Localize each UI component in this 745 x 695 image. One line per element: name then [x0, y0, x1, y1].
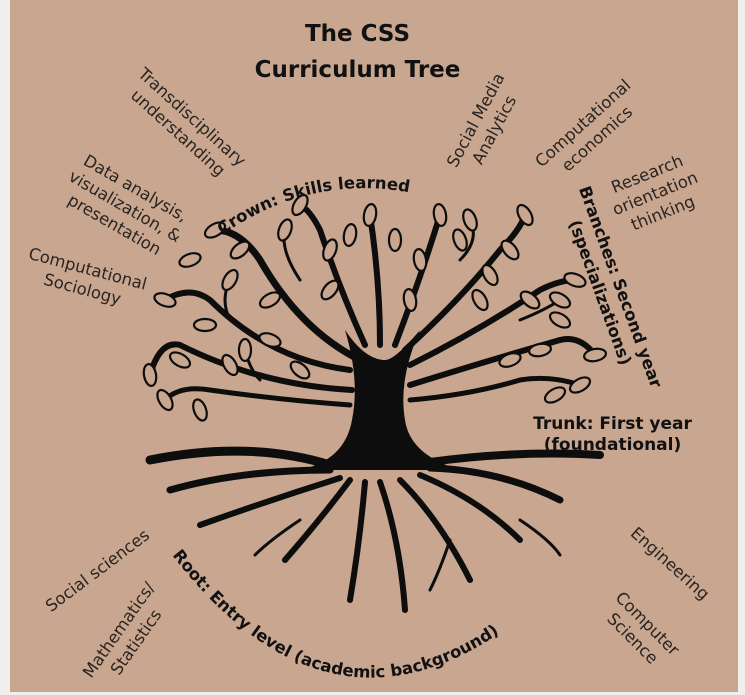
leaf-icon	[498, 352, 522, 368]
leaf-icon	[277, 218, 293, 242]
leaf-icon	[291, 193, 309, 217]
leaf-icon	[153, 292, 177, 308]
tree-branch	[297, 202, 368, 348]
tree-branch	[162, 386, 353, 408]
tree-root	[282, 477, 353, 563]
leaf-icon	[289, 360, 311, 380]
leaf-icon	[543, 386, 567, 404]
title-line-2: Curriculum Tree	[254, 57, 461, 83]
leaf-icon	[192, 317, 218, 333]
leaf-icon	[221, 353, 239, 377]
leaf-icon	[142, 363, 158, 387]
leaf-icon	[412, 248, 428, 272]
leaf-icon	[528, 342, 552, 358]
tree-branch	[367, 212, 383, 348]
leaf-icon	[548, 311, 572, 329]
tree-root	[426, 449, 604, 466]
tree-branch	[162, 289, 353, 373]
leaf-icon	[452, 228, 468, 252]
leaf-icon	[322, 238, 338, 262]
tree-root	[166, 466, 334, 494]
leaf-icon	[387, 227, 403, 253]
leaf-icon	[481, 263, 499, 287]
leaf-icon	[192, 398, 208, 422]
leaf-icon	[237, 337, 253, 363]
leaf-icon	[258, 332, 282, 348]
leaf-icon	[583, 347, 607, 363]
tree-root	[377, 479, 408, 613]
tree-branch	[147, 341, 355, 393]
tree-root	[253, 518, 302, 557]
tree-branch	[402, 212, 528, 353]
tree-root	[145, 446, 335, 470]
leaf-icon	[258, 291, 282, 309]
leaf-icon	[402, 288, 418, 312]
leaf-icon	[342, 223, 358, 247]
leaf-icon	[462, 208, 478, 232]
tree-branch	[392, 212, 443, 348]
leaf-icon	[471, 288, 489, 312]
tree-root	[428, 538, 452, 592]
leaf-icon	[178, 252, 202, 268]
tree-branch	[211, 226, 364, 364]
leaf-icon	[320, 279, 340, 301]
tree-root	[197, 475, 343, 528]
trunk-label: Trunk: First year(foundational)	[533, 414, 692, 455]
leaf-icon	[548, 291, 572, 309]
tree-trunk	[300, 330, 460, 470]
tree-root	[518, 518, 562, 557]
leaf-icon	[563, 272, 587, 288]
leaf-icon	[500, 239, 520, 261]
leaf-icon	[432, 203, 448, 227]
leaf-icon	[362, 203, 378, 227]
leaf-icon	[229, 240, 251, 260]
tree-root	[397, 477, 473, 583]
poster-background	[10, 0, 738, 692]
leaf-icon	[221, 268, 239, 292]
root-label: Root: Entry level (academic background)	[169, 546, 502, 682]
tree-root	[426, 464, 564, 504]
leaf-icon	[168, 351, 192, 369]
tree-branch	[407, 375, 583, 403]
tree-root	[347, 479, 368, 603]
leaf-icon	[568, 376, 592, 394]
page-title: The CSS Curriculum Tree	[0, 16, 715, 88]
title-line-1: The CSS	[304, 21, 411, 47]
leaf-icon	[156, 388, 174, 412]
leaf-icon	[519, 290, 541, 310]
leaf-icon	[203, 221, 227, 239]
leaf-icon	[516, 203, 534, 227]
tree-root	[417, 472, 523, 543]
